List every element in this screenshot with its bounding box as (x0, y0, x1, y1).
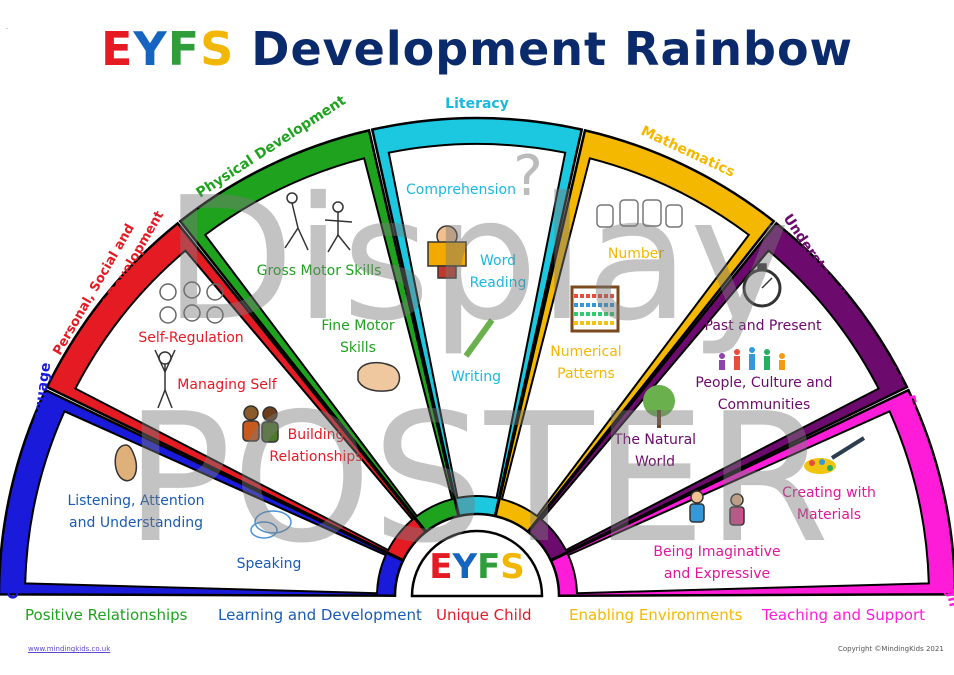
stopwatch-icon (742, 263, 782, 308)
skill-fine-motor-2: Skills (340, 340, 376, 356)
gymnast-icon (284, 192, 353, 253)
center-logo: EYFS (429, 547, 525, 587)
skill-listening-1: Listening, Attention (67, 493, 204, 509)
area-label-literacy: Literacy (445, 96, 509, 112)
tree-icon (643, 385, 675, 428)
footer-positive-relationships: Positive Relationships (25, 606, 188, 624)
panel-physical (203, 157, 454, 518)
skill-numerical-2: Patterns (557, 366, 615, 382)
watermark-display: Display (164, 161, 791, 359)
abacus-icon (570, 285, 620, 333)
website-link[interactable]: www.mindingkids.co.uk (28, 645, 111, 653)
question-mark-icon: ? (513, 144, 543, 209)
speech-bubble-icon (254, 510, 292, 534)
center-letter-s: S (500, 547, 525, 587)
panel-personal (74, 249, 414, 552)
skill-building-1: Building (288, 427, 345, 443)
panel-understanding (540, 249, 880, 552)
skill-imaginative-2: and Expressive (664, 566, 770, 582)
counting-hands-icon (596, 199, 683, 228)
skill-imaginative-1: Being Imaginative (653, 544, 780, 560)
faces-icon (159, 281, 224, 324)
skill-people-1: People, Culture and (695, 375, 832, 391)
title-letter-s: S (200, 22, 235, 76)
skill-self-regulation: Self-Regulation (138, 330, 243, 346)
center-letter-e: E (429, 547, 452, 587)
panel-expressive (566, 410, 930, 595)
skill-writing: Writing (451, 369, 501, 385)
footer-enabling-environments: Enabling Environments (569, 606, 743, 624)
skill-fine-motor-1: Fine Motor (321, 318, 395, 334)
title-letter-e: E (100, 22, 134, 76)
footer-learning-development: Learning and Development (218, 606, 422, 624)
panel-literacy (387, 143, 567, 500)
reading-girl-icon (427, 225, 467, 279)
title-letter-f: F (167, 22, 201, 76)
speech-bubble-icon (250, 521, 278, 539)
skill-creating-1: Creating with (782, 485, 876, 501)
rainbow-panels (24, 143, 930, 595)
skill-people-2: Communities (718, 397, 811, 413)
clipart: ? (114, 144, 866, 539)
skill-speaking: Speaking (237, 556, 302, 572)
page-title: EYFS Development Rainbow (0, 22, 954, 76)
skill-creating-2: Materials (797, 507, 861, 523)
skill-number: Number (608, 246, 664, 262)
watermark-poster: POSTER (124, 375, 829, 582)
skill-word-reading-2: Reading (470, 275, 527, 291)
panel-mathematics (500, 157, 751, 518)
skill-natural-1: The Natural (613, 432, 696, 448)
pencil-icon (463, 318, 495, 358)
dancing-children-icon (689, 490, 745, 526)
skill-building-2: Relationships (269, 449, 362, 465)
title-letter-y: Y (133, 22, 168, 76)
corner-mark: . (6, 24, 8, 31)
people-icon (719, 347, 785, 370)
center-letter-f: F (477, 547, 500, 587)
skill-comprehension: Comprehension (406, 182, 516, 198)
skill-managing-self: Managing Self (177, 377, 277, 393)
center-hub (410, 529, 544, 598)
copyright-text: Copyright ©MindingKids 2021 (838, 645, 944, 653)
ear-icon (114, 444, 138, 482)
hand-icon (357, 361, 401, 392)
children-icon (242, 405, 279, 443)
skill-natural-2: World (635, 454, 675, 470)
skill-listening-2: and Understanding (69, 515, 203, 531)
skill-word-reading-1: Word (480, 253, 516, 269)
center-letter-y: Y (451, 547, 477, 587)
footer-unique-child: Unique Child (436, 606, 532, 624)
footer-teaching-support: Teaching and Support (762, 606, 926, 624)
skill-gross-motor: Gross Motor Skills (257, 263, 382, 279)
stick-figure-icon (154, 349, 176, 409)
skill-past-present: Past and Present (705, 318, 822, 334)
paint-brush-icon (804, 436, 866, 474)
title-text: Development Rainbow (251, 22, 854, 76)
skill-numerical-1: Numerical (550, 344, 621, 360)
